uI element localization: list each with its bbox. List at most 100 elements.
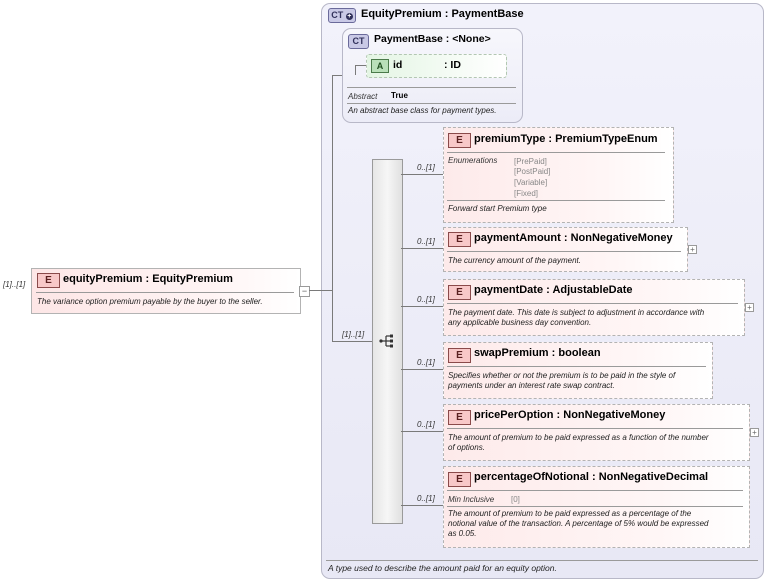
paymentamount-separator [447, 251, 681, 252]
complex-type-title: EquityPremium : PaymentBase [361, 8, 524, 20]
paymentamount-description: The currency amount of the payment. [448, 256, 581, 265]
connector-paymentdate [401, 306, 443, 307]
root-element-equitypremium[interactable] [31, 268, 301, 314]
swappremium-type: : boolean [551, 347, 601, 359]
connector-vertical-main [332, 75, 333, 341]
element-premiumtype[interactable] [443, 127, 674, 223]
abstract-label: Abstract [348, 92, 378, 101]
root-element-title: equityPremium : EquityPremium [63, 273, 233, 285]
premiumtype-separator [447, 152, 665, 153]
premiumtype-name: premiumType [474, 133, 546, 145]
priceperoption-separator [447, 428, 743, 429]
root-element-type: : EquityPremium [145, 273, 233, 285]
paymentdate-title: paymentDate : AdjustableDate [474, 284, 633, 296]
root-description: The variance option premium payable by t… [37, 297, 263, 306]
priceperoption-badge: E [448, 410, 471, 425]
paymentdate-type: : AdjustableDate [546, 284, 633, 296]
premiumtype-separator-2 [447, 200, 665, 201]
premiumtype-enum-0: [PrePaid] [514, 157, 547, 166]
premiumtype-enum-2: [Variable] [514, 178, 548, 187]
swappremium-name: swapPremium [474, 347, 549, 359]
paymentamount-title: paymentAmount : NonNegativeMoney [474, 232, 673, 244]
paymentamount-type: : NonNegativeMoney [563, 232, 673, 244]
priceperoption-name: pricePerOption [474, 409, 554, 421]
complex-type-description: A type used to describe the amount paid … [328, 563, 557, 573]
premiumtype-badge: E [448, 133, 471, 148]
priceperoption-description-line1: The amount of premium to be paid express… [448, 433, 709, 442]
percentageofnotional-min-value: [0] [511, 495, 520, 504]
priceperoption-expand-button[interactable]: + [750, 428, 759, 437]
root-separator [36, 292, 294, 293]
complex-type-badge-text: CT [331, 10, 344, 20]
paymentbase-base: : <None> [445, 33, 491, 45]
element-swappremium[interactable] [443, 342, 713, 399]
complex-type-base: : PaymentBase [444, 8, 524, 20]
root-element-name: equityPremium [63, 273, 143, 285]
paymentdate-description-line1: The payment date. This date is subject t… [448, 308, 705, 317]
swappremium-title: swapPremium : boolean [474, 347, 601, 359]
connector-swappremium [401, 369, 443, 370]
element-paymentamount[interactable] [443, 227, 688, 272]
connector-premiumtype [401, 174, 443, 175]
paymentdate-description-line2: any applicable business day convention. [448, 318, 592, 327]
connector-priceperoption [401, 431, 443, 432]
paymentamount-name: paymentAmount [474, 232, 561, 244]
percentageofnotional-min-label: Min Inclusive [448, 495, 495, 504]
paymentbase-description: An abstract base class for payment types… [348, 106, 497, 115]
collapse-toggle[interactable]: − [299, 286, 310, 297]
priceperoption-cardinality: 0..[1] [417, 420, 435, 429]
complex-type-separator [326, 560, 758, 561]
connector-to-attribute [355, 65, 366, 66]
swappremium-cardinality: 0..[1] [417, 358, 435, 367]
percentageofnotional-separator [447, 490, 743, 491]
paymentbase-badge: CT [348, 34, 369, 49]
percentageofnotional-cardinality: 0..[1] [417, 494, 435, 503]
paymentdate-expand-button[interactable]: + [745, 303, 754, 312]
element-percentageofnotional[interactable] [443, 466, 750, 548]
element-paymentdate[interactable] [443, 279, 745, 336]
swappremium-badge: E [448, 348, 471, 363]
premiumtype-title: premiumType : PremiumTypeEnum [474, 133, 658, 145]
plus-circle-icon: + [345, 13, 353, 20]
abstract-value: True [391, 91, 408, 100]
connector-attribute-vertical [355, 65, 356, 75]
percentageofnotional-badge: E [448, 472, 471, 487]
complex-type-name: EquityPremium [361, 8, 442, 20]
paymentbase-separator-2 [347, 103, 516, 104]
premiumtype-enum-1: [PostPaid] [514, 167, 551, 176]
priceperoption-type: : NonNegativeMoney [556, 409, 666, 421]
root-cardinality: [1]..[1] [3, 280, 26, 289]
percentageofnotional-description-line3: as 0.05. [448, 529, 477, 538]
paymentdate-cardinality: 0..[1] [417, 295, 435, 304]
percentageofnotional-name: percentageOfNotional [474, 471, 589, 483]
priceperoption-description-line2: of options. [448, 443, 485, 452]
paymentamount-cardinality: 0..[1] [417, 237, 435, 246]
priceperoption-title: pricePerOption : NonNegativeMoney [474, 409, 665, 421]
percentageofnotional-title: percentageOfNotional : NonNegativeDecima… [474, 471, 708, 483]
premiumtype-type: : PremiumTypeEnum [548, 133, 658, 145]
paymentamount-badge: E [448, 232, 471, 247]
connector-root-to-ct [309, 290, 333, 291]
premiumtype-enum-3: [Fixed] [514, 189, 539, 198]
premiumtype-description: Forward start Premium type [448, 204, 547, 213]
percentageofnotional-type: : NonNegativeDecimal [591, 471, 709, 483]
sequence-cardinality: [1]..[1] [342, 330, 365, 339]
attribute-type: : ID [444, 59, 461, 71]
swappremium-separator [447, 366, 706, 367]
premiumtype-cardinality: 0..[1] [417, 163, 435, 172]
connector-paymentamount [401, 248, 443, 249]
paymentamount-expand-button[interactable]: + [688, 245, 697, 254]
sequence-icon [379, 334, 393, 348]
attribute-name: id [393, 59, 403, 71]
complex-type-badge: CT + [328, 8, 356, 23]
swappremium-description-line2: payments under an interest rate swap con… [448, 381, 615, 390]
swappremium-description-line1: Specifies whether or not the premium is … [448, 371, 676, 380]
element-priceperoption[interactable] [443, 404, 750, 461]
percentageofnotional-description-line2: notional value of the transaction. A per… [448, 519, 709, 528]
root-element-badge: E [37, 273, 60, 288]
percentageofnotional-description-line1: The amount of premium to be paid express… [448, 509, 692, 518]
percentageofnotional-separator-2 [447, 506, 743, 507]
paymentdate-name: paymentDate [474, 284, 544, 296]
paymentbase-title: PaymentBase : <None> [374, 33, 491, 45]
paymentbase-separator [347, 87, 516, 88]
